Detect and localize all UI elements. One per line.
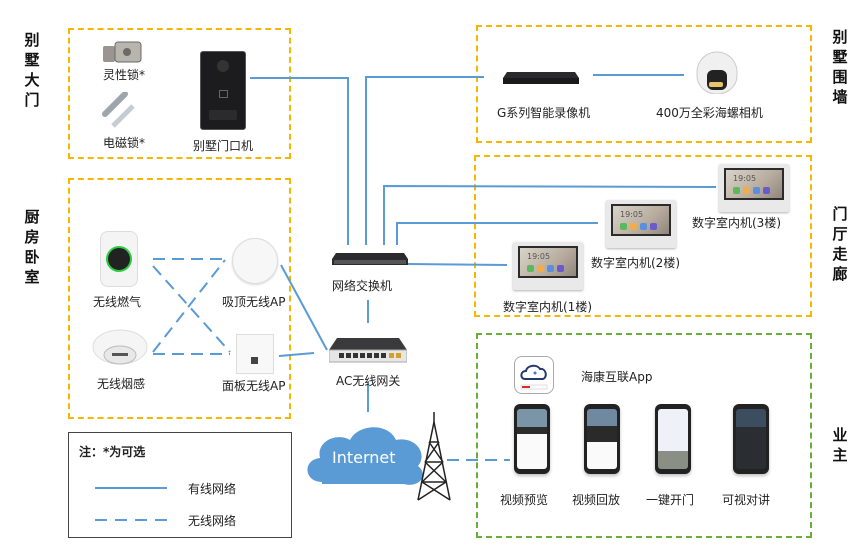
legend-box: 注：*为可选 有线网络 无线网络 (68, 432, 292, 538)
network-switch-label: 网络交换机 (332, 279, 393, 293)
panel-ap-image (236, 334, 274, 374)
legend-wireless-label: 无线网络 (188, 514, 237, 528)
zone-label-hall-corridor: 门厅走廊 (832, 205, 848, 283)
feature-label-video-intercom: 可视对讲 (722, 493, 771, 507)
camera-label: 400万全彩海螺相机 (656, 106, 763, 120)
link-switch-indoor2 (396, 222, 598, 245)
wireless-gas-image (100, 231, 138, 287)
link-switch-indoor1 (407, 263, 508, 266)
feature-label-video-playback: 视频回放 (572, 493, 621, 507)
link-panel-ap-ac (278, 352, 315, 357)
panel-ap-label: 面板无线AP (222, 379, 286, 393)
wireless-smoke-image (92, 329, 148, 367)
ac-gateway-label: AC无线网关 (336, 374, 401, 388)
indoor-unit-2-label: 数字室内机(2楼) (591, 256, 680, 270)
zone-villa-gate (68, 28, 291, 159)
internet-cloud: Internet (300, 420, 430, 490)
nvr-label: G系列智能录像机 (497, 106, 591, 120)
cell-tower-icon (414, 412, 454, 502)
zone-label-kitchen-bedroom: 厨房卧室 (24, 208, 40, 286)
zone-label-owner: 业主 (832, 426, 848, 464)
zone-kitchen-bedroom (68, 178, 291, 419)
phone-video-preview (514, 404, 550, 474)
wireless-smoke-ceiling-ap (152, 259, 226, 353)
zone-label-villa-gate: 别墅大门 (24, 31, 40, 109)
smart-lock-label: 灵性锁* (103, 68, 146, 82)
magnetic-lock-label: 电磁锁* (103, 136, 146, 150)
wireless-gas-panel-ap (152, 265, 231, 353)
ceiling-ap-label: 吸顶无线AP (222, 295, 286, 309)
network-switch-image (332, 252, 408, 266)
link-door-station-switch (250, 77, 349, 245)
zone-villa-wall (476, 25, 812, 143)
zone-owner (476, 333, 812, 538)
indoor-unit-3-label: 数字室内机(3楼) (692, 216, 781, 230)
zone-hall-corridor (474, 155, 812, 317)
ac-gateway-image (328, 338, 408, 364)
feature-label-one-key-unlock: 一键开门 (646, 493, 695, 507)
smart-lock-image (101, 40, 143, 64)
indoor-unit-1-label: 数字室内机(1楼) (503, 300, 592, 314)
legend-wired-label: 有线网络 (188, 482, 237, 496)
feature-label-video-preview: 视频预览 (500, 493, 549, 507)
wireless-smoke-label: 无线烟感 (97, 377, 146, 391)
link-switch-indoor3 (383, 184, 717, 245)
indoor-unit-2-image: 19:05 (606, 200, 676, 248)
phone-one-key-unlock (655, 404, 691, 474)
legend-note: 注：*为可选 (79, 445, 146, 459)
villa-door-station-label: 别墅门口机 (193, 139, 254, 153)
magnetic-lock-image (101, 91, 137, 128)
app-icon[interactable] (514, 356, 554, 394)
camera-image (695, 50, 739, 95)
phone-video-playback (584, 404, 620, 474)
nvr-image (503, 70, 579, 86)
indoor-unit-3-image: 19:05 (719, 164, 789, 212)
phone-video-intercom (733, 404, 769, 474)
ceiling-ap-image (232, 238, 278, 284)
wireless-gas-label: 无线燃气 (93, 295, 142, 309)
zone-label-villa-wall: 别墅围墙 (832, 28, 848, 106)
villa-door-station-image (200, 51, 246, 130)
internet-label: Internet (332, 448, 396, 467)
app-name-label: 海康互联App (581, 370, 653, 384)
indoor-unit-1-image: 19:05 (513, 242, 583, 290)
link-nvr-switch (365, 76, 484, 245)
link-ceiling-ap-ac (280, 264, 328, 351)
